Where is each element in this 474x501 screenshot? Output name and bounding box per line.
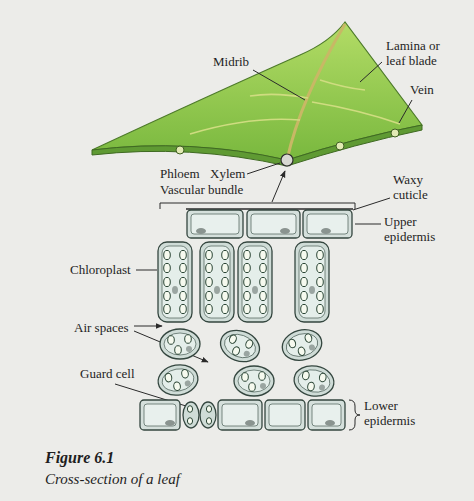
- part-label: Upper epidermis: [384, 214, 450, 244]
- part-label: Vein: [410, 82, 434, 97]
- part-label: Air spaces: [74, 320, 129, 335]
- part-label: Xylem: [210, 166, 245, 181]
- palisade-cells: [158, 242, 329, 322]
- leader-lines: [115, 62, 412, 430]
- part-label: Guard cell: [80, 366, 135, 381]
- figure-number: Figure 6.1: [45, 448, 114, 467]
- part-label: Lower epidermis: [364, 398, 430, 428]
- upper-epidermis: [186, 209, 353, 238]
- spongy-cells: [156, 325, 337, 399]
- part-label: Vascular bundle: [160, 182, 243, 197]
- guard-cells: [183, 402, 216, 428]
- lower-epidermis: [140, 400, 345, 430]
- figure-caption: Cross-section of a leaf: [45, 470, 180, 488]
- leaf-blade: [92, 22, 422, 166]
- part-label: Midrib: [213, 54, 249, 69]
- part-label: Phloem: [160, 166, 200, 181]
- part-label: Chloroplast: [70, 262, 131, 277]
- part-label: Lamina or leaf blade: [386, 38, 452, 68]
- part-label: Waxy cuticle: [393, 172, 449, 202]
